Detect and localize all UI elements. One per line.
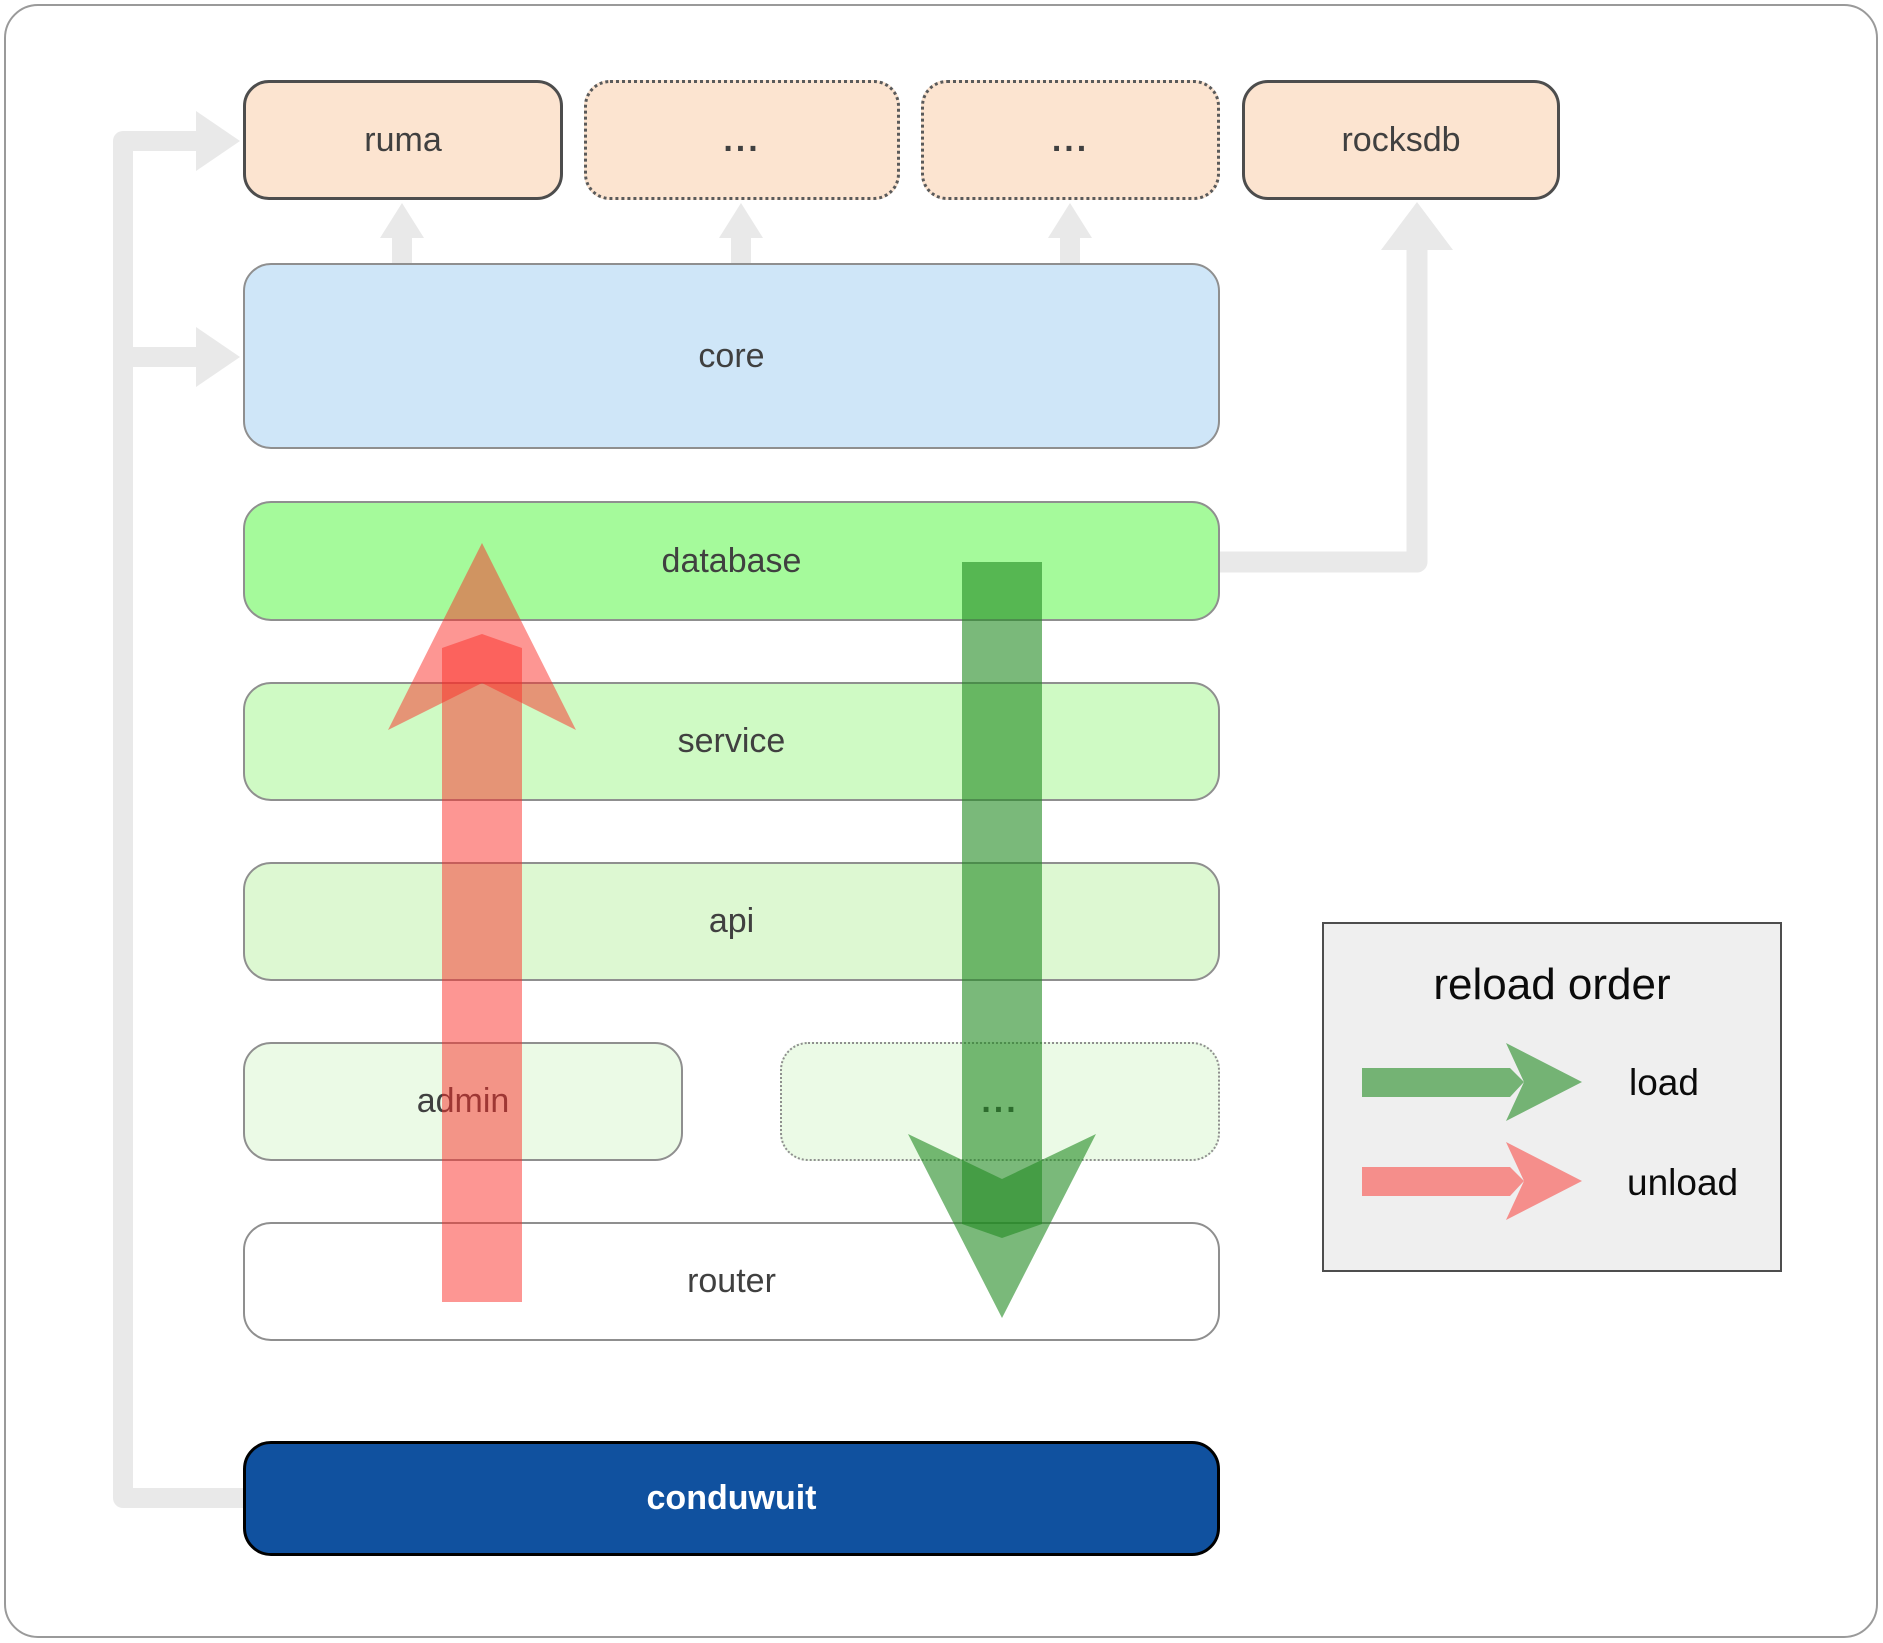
box-services-more: ... (780, 1042, 1220, 1161)
database-to-rocksdb-connector (1220, 250, 1428, 573)
box-ruma: ruma (243, 80, 563, 200)
box-router: router (243, 1222, 1220, 1341)
box-service-label: service (677, 722, 786, 760)
box-rocksdb-label: rocksdb (1341, 120, 1461, 159)
box-api-label: api (708, 902, 755, 940)
box-ruma-label: ruma (364, 120, 442, 159)
core-to-ruma-arrow-icon (380, 203, 424, 265)
box-services-more-label: ... (981, 1082, 1019, 1120)
box-database: database (243, 501, 1220, 621)
box-service: service (243, 682, 1220, 801)
legend: reload order load unload (1322, 922, 1782, 1272)
box-dependencies-more-1: ... (584, 80, 900, 200)
box-rocksdb: rocksdb (1242, 80, 1560, 200)
box-conduwuit: conduwuit (243, 1441, 1220, 1556)
outer-frame (4, 4, 1878, 1638)
legend-title: reload order (1433, 960, 1671, 1009)
box-router-label: router (687, 1262, 776, 1300)
box-dependencies-more-1-label: ... (723, 120, 761, 159)
box-core: core (243, 263, 1220, 449)
box-dependencies-more-2-label: ... (1051, 120, 1090, 159)
core-to-deps2-arrow-icon (1048, 203, 1092, 265)
box-dependencies-more-2: ... (921, 80, 1220, 200)
box-database-label: database (661, 541, 802, 580)
legend-load-label: load (1629, 1062, 1699, 1103)
box-api: api (243, 862, 1220, 981)
box-conduwuit-label: conduwuit (646, 1479, 817, 1517)
box-core-label: core (698, 336, 765, 375)
legend-unload-label: unload (1627, 1162, 1739, 1203)
conduwuit-to-ruma-connector (113, 131, 243, 1508)
box-admin: admin (243, 1042, 683, 1161)
core-to-deps1-arrow-icon (719, 203, 763, 265)
connector-arrowhead-ruma-icon (196, 111, 240, 171)
box-admin-label: admin (416, 1082, 510, 1120)
connector-arrowhead-rocksdb-icon (1381, 202, 1453, 250)
connector-arrowhead-core-icon (196, 327, 240, 387)
